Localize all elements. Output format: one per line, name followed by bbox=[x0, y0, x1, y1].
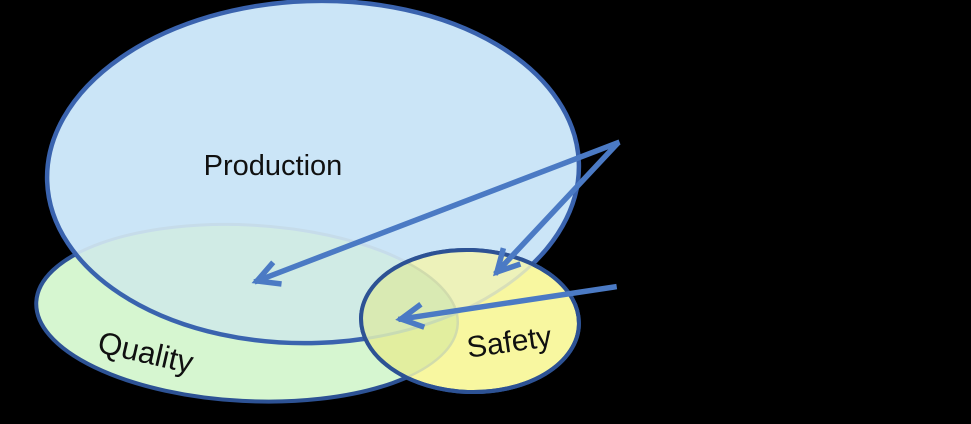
arrowhead-icon bbox=[395, 302, 426, 330]
arrow-to-production-safety-overlap bbox=[493, 141, 620, 277]
arrow-line bbox=[493, 141, 620, 276]
quality-safety-overlap-shape bbox=[358, 246, 460, 396]
production-safety-overlap-shape bbox=[358, 246, 581, 345]
arrows-group bbox=[251, 139, 621, 330]
safety-ellipse-border bbox=[359, 247, 581, 395]
arrow-line bbox=[397, 283, 618, 323]
arrowhead-icon bbox=[251, 260, 282, 287]
arrow-to-production-quality-overlap bbox=[251, 139, 621, 287]
arrow-line bbox=[253, 139, 621, 285]
safety-overlap-group bbox=[358, 246, 581, 396]
production-ellipse-border bbox=[44, 0, 582, 346]
arrowhead-icon bbox=[493, 247, 522, 277]
production-label: Production bbox=[204, 150, 343, 182]
arrow-into-safety-left-overlap bbox=[395, 283, 618, 330]
